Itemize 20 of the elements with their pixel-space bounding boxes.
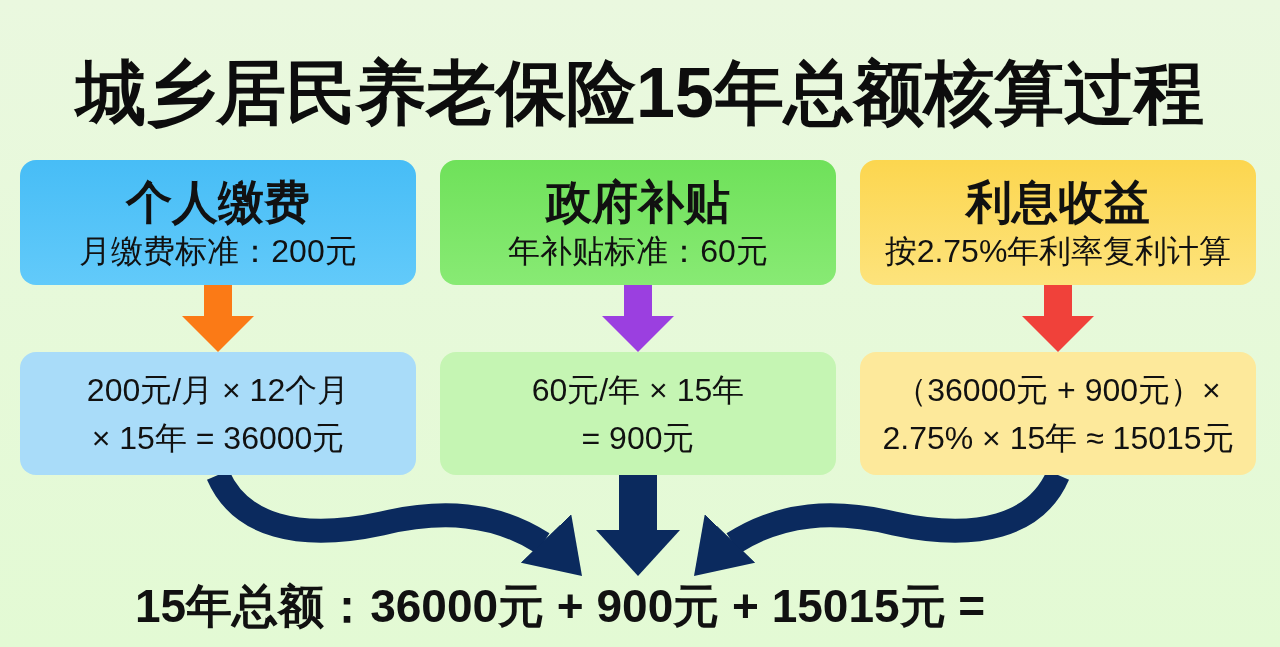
calculation-card [440, 352, 836, 475]
formula-text: 200元/月 × 12个月 × 15年 = 36000元 [85, 370, 351, 458]
card-subtitle: 年补贴标准：60元 [508, 231, 768, 271]
formula-text: 60元/年 × 15年 = 900元 [530, 370, 746, 458]
block-arrow [602, 285, 674, 352]
category-card [20, 160, 416, 285]
calculation-card [860, 352, 1256, 475]
block-arrow [182, 285, 254, 352]
card-heading: 政府补贴 [546, 174, 730, 230]
total-formula: 15年总额：36000元 + 900元 + 15015元 = [135, 576, 986, 636]
calculation-card [20, 352, 416, 475]
category-card [860, 160, 1256, 285]
card-subtitle: 月缴费标准：200元 [79, 231, 357, 271]
title: 城乡居民养老保险15年总额核算过程 [76, 53, 1204, 134]
card-heading: 个人缴费 [126, 174, 310, 230]
category-card [440, 160, 836, 285]
card-subtitle: 按2.75%年利率复利计算 [884, 231, 1232, 271]
block-arrow [1022, 285, 1094, 352]
card-heading: 利息收益 [966, 174, 1150, 230]
formula-text: （36000元 + 900元）× 2.75% × 15年 ≈ 15015元 [881, 370, 1235, 458]
